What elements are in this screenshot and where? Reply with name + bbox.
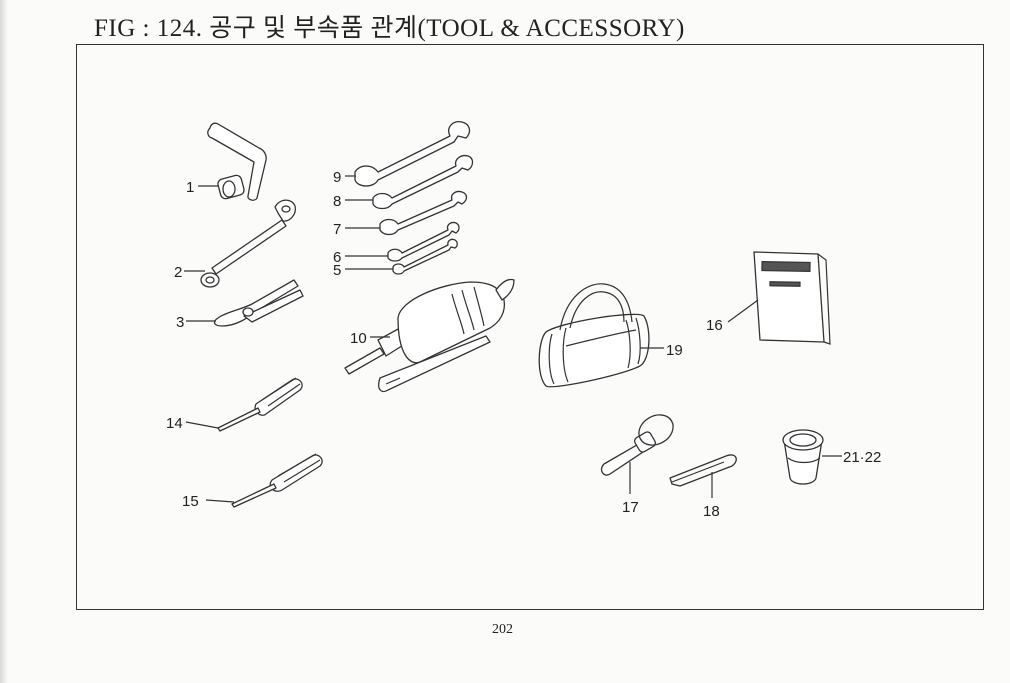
callout-19: 19 xyxy=(666,342,683,359)
offset-wrench-icon xyxy=(200,199,296,288)
callout-leader-14 xyxy=(185,421,219,429)
callout-14: 14 xyxy=(166,415,183,432)
callout-15: 15 xyxy=(182,493,199,510)
callout-9: 9 xyxy=(333,169,341,186)
open-end-wrench-icon xyxy=(354,121,474,275)
manual-book-icon xyxy=(753,251,831,345)
callout-5: 5 xyxy=(333,262,341,279)
callout-16: 16 xyxy=(706,317,723,334)
clip-icon xyxy=(669,454,737,487)
tool-bag-icon xyxy=(538,283,650,388)
screwdriver-icon xyxy=(231,453,323,508)
grease-cup-icon xyxy=(782,429,824,485)
socket-wrench-icon xyxy=(207,122,267,201)
callout-leader-16 xyxy=(727,299,759,323)
callout-8: 8 xyxy=(333,193,341,210)
callout-2: 2 xyxy=(174,264,182,281)
pliers-icon xyxy=(213,279,304,327)
callout-7: 7 xyxy=(333,221,341,238)
figure-title: FIG : 124. 공구 및 부속품 관계(TOOL & ACCESSORY) xyxy=(94,15,685,42)
pin-icon xyxy=(600,414,674,476)
callout-21-22: 21·22 xyxy=(843,449,881,466)
callout-leader-15 xyxy=(205,499,235,503)
callout-18: 18 xyxy=(703,503,720,520)
figure-frame xyxy=(76,44,984,610)
callout-1: 1 xyxy=(186,179,194,196)
callout-17: 17 xyxy=(622,499,639,516)
screwdriver-icon xyxy=(217,377,303,432)
callout-3: 3 xyxy=(176,314,184,331)
scan-edge xyxy=(0,0,8,683)
grease-gun-icon xyxy=(344,278,515,393)
callout-10: 10 xyxy=(350,330,367,347)
page-number: 202 xyxy=(492,622,513,637)
callout-6: 6 xyxy=(333,249,341,266)
